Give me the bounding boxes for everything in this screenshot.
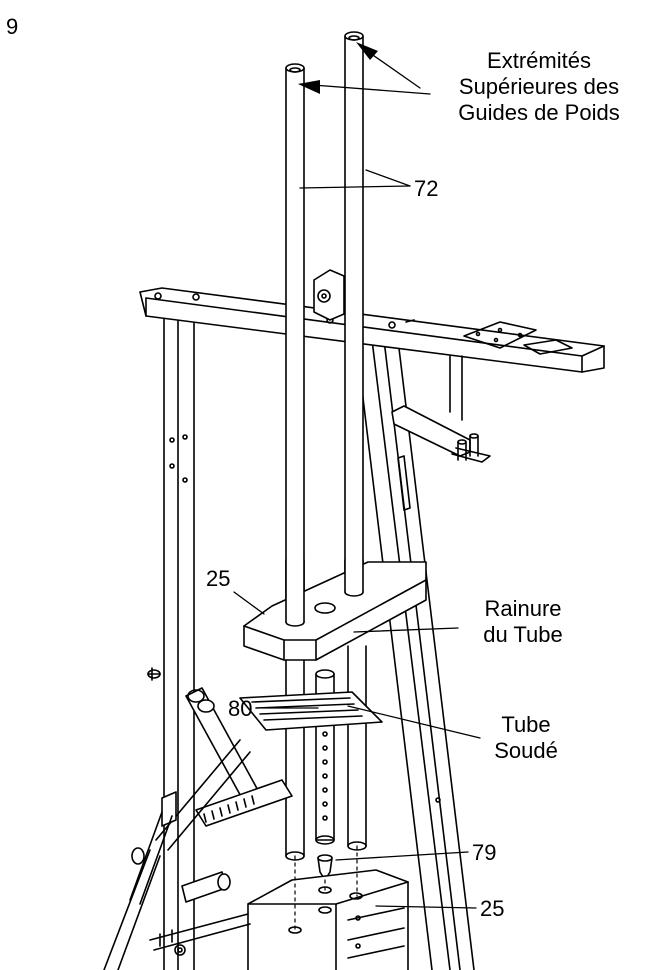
callout-part-72: 72 bbox=[414, 176, 439, 201]
callout-part-25-lower: 25 bbox=[480, 896, 505, 921]
callout-tube-slot-line-1: Rainure bbox=[484, 596, 562, 621]
weight-stack-25 bbox=[247, 845, 409, 970]
cross-beam bbox=[139, 269, 605, 463]
callout-guide-tops-line-2: Supérieures des bbox=[458, 74, 620, 99]
left-upright-frame bbox=[163, 317, 195, 970]
top-weight-plate-25 bbox=[243, 559, 427, 661]
callout-guide-tops-line-3: Guides de Poids bbox=[458, 100, 620, 125]
callout-part-80: 80 bbox=[228, 696, 253, 721]
callout-guide-tops: Extrémités Supérieures des Guides de Poi… bbox=[432, 48, 646, 126]
callout-tube-slot: Rainure du Tube bbox=[460, 596, 586, 648]
callout-guide-tops-line-1: Extrémités bbox=[487, 48, 591, 73]
callout-welded-tube-line-2: Soudé bbox=[494, 738, 558, 763]
callout-welded-tube-line-1: Tube bbox=[501, 712, 551, 737]
weight-guide-tubes-72 bbox=[285, 31, 367, 861]
callout-tube-slot-line-2: du Tube bbox=[483, 622, 563, 647]
leader-lines bbox=[233, 45, 481, 909]
callout-welded-tube: Tube Soudé bbox=[478, 712, 574, 764]
arrowheads bbox=[298, 42, 378, 94]
callout-part-79: 79 bbox=[472, 840, 497, 865]
callout-part-25-upper: 25 bbox=[206, 566, 231, 591]
leg-press-assembly bbox=[103, 667, 383, 970]
step-number: 9 bbox=[6, 14, 19, 39]
